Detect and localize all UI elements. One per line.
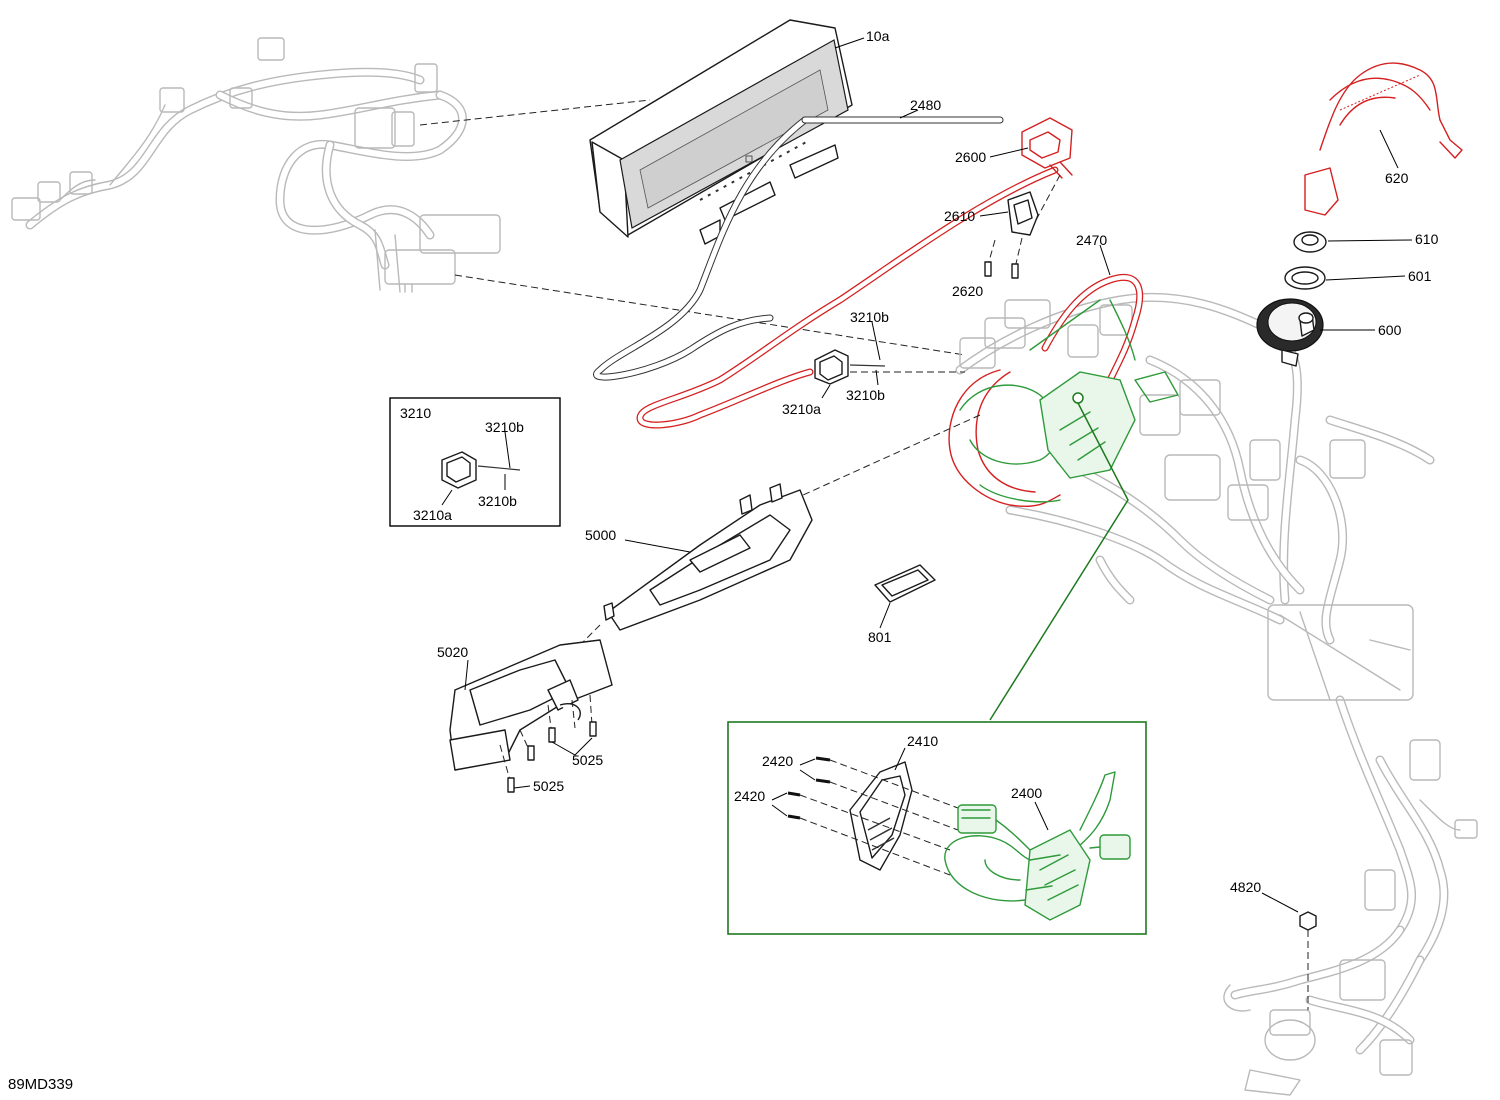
switch-housing-600: 600 bbox=[1256, 298, 1402, 367]
tube-2480: 2480 bbox=[593, 97, 1004, 381]
multifunction-switch-in-place bbox=[959, 299, 1179, 721]
nut-610: 610 bbox=[1293, 231, 1439, 253]
left-wiring-harness bbox=[11, 37, 501, 293]
nut-4820: 4820 bbox=[1230, 879, 1317, 1010]
callout-2470: 2470 bbox=[1076, 232, 1107, 248]
callout-2600: 2600 bbox=[955, 149, 986, 165]
callout-801: 801 bbox=[868, 629, 892, 645]
callout-620: 620 bbox=[1385, 170, 1409, 186]
inset-3210: 3210 3210b 3210a 3210b bbox=[389, 397, 561, 527]
washer-601: 601 bbox=[1284, 266, 1432, 290]
gasket-801: 801 bbox=[868, 564, 936, 645]
callout-3210b-low: 3210b bbox=[846, 387, 885, 403]
callout-2480: 2480 bbox=[910, 97, 941, 113]
callout-2620: 2620 bbox=[952, 283, 983, 299]
callout-2420-b: 2420 bbox=[734, 788, 765, 804]
callout-5025-a: 5025 bbox=[572, 752, 603, 768]
callout-10a: 10a bbox=[866, 28, 890, 44]
safety-lanyard-620: 620 bbox=[1304, 62, 1463, 216]
bracket-2610: 2610 2620 bbox=[944, 174, 1061, 299]
callout-601: 601 bbox=[1408, 268, 1432, 284]
callout-2420-a: 2420 bbox=[762, 753, 793, 769]
callout-2410: 2410 bbox=[907, 733, 938, 749]
callout-5020: 5020 bbox=[437, 644, 468, 660]
callout-600: 600 bbox=[1378, 322, 1402, 338]
switch-wire-2600: 2600 bbox=[636, 117, 1073, 429]
callout-610: 610 bbox=[1415, 231, 1439, 247]
inset-3210-a: 3210a bbox=[413, 507, 452, 523]
connector-3210: 3210b 3210a 3210b bbox=[782, 309, 965, 417]
document-id: 89MD339 bbox=[8, 1076, 73, 1093]
cover-5000: 5000 bbox=[585, 414, 981, 631]
callout-2610: 2610 bbox=[944, 208, 975, 224]
callout-2400: 2400 bbox=[1011, 785, 1042, 801]
instrument-cluster-10a: 10a bbox=[589, 19, 890, 245]
callout-4820: 4820 bbox=[1230, 879, 1261, 895]
callout-3210b-top: 3210b bbox=[850, 309, 889, 325]
inset-3210-b-top: 3210b bbox=[485, 419, 524, 435]
callout-5025-b: 5025 bbox=[533, 778, 564, 794]
inset-2400: 2410 2420 2420 2400 bbox=[727, 721, 1147, 935]
wire-loop-2470: 2470 bbox=[948, 232, 1144, 507]
callout-3210a: 3210a bbox=[782, 401, 821, 417]
bracket-5020: 5020 5025 5025 bbox=[437, 624, 613, 794]
inset-3210-title: 3210 bbox=[400, 405, 431, 421]
inset-3210-b-low: 3210b bbox=[478, 493, 517, 509]
main-wiring-harness bbox=[955, 292, 1478, 1096]
callout-5000: 5000 bbox=[585, 527, 616, 543]
